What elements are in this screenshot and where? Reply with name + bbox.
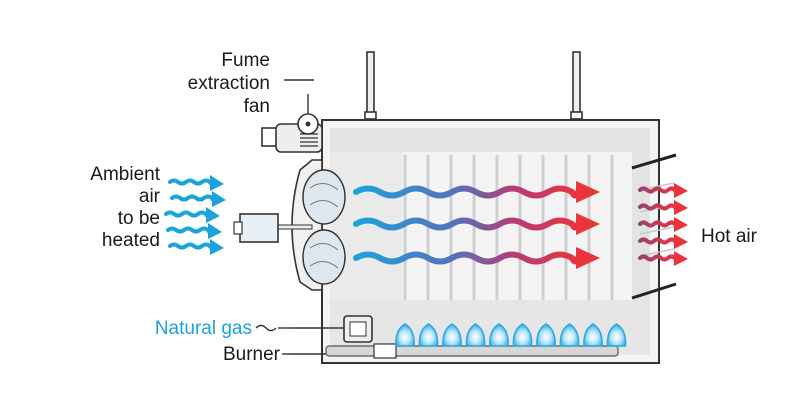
- ambient-arrow-1: [168, 178, 214, 186]
- ambient-arrow-4: [166, 226, 212, 234]
- ambient-arrow-2: [170, 194, 216, 202]
- fume-label-line3: fan: [244, 96, 270, 117]
- hot-air-arrows: [638, 183, 688, 266]
- airflow-arrowhead-1: [576, 181, 600, 203]
- ambient-label-line1: Ambient: [90, 164, 160, 185]
- hot-arrowhead-5: [674, 251, 688, 266]
- fume-extraction-fan: [261, 79, 323, 153]
- fume-label-line2: extraction: [188, 73, 270, 94]
- airflow-arrow-2: [353, 217, 581, 231]
- ambient-label-line2: air: [139, 186, 161, 207]
- blower-fan: [233, 159, 346, 291]
- ambient-arrowhead-2: [212, 191, 226, 207]
- ambient-arrowhead-3: [206, 207, 220, 223]
- ambient-label-line3: to be: [118, 208, 160, 229]
- hot-air-label: Hot air: [701, 226, 758, 247]
- hot-arrowhead-3: [674, 217, 688, 232]
- chimney-pipes: [364, 51, 583, 120]
- flame-2: [418, 323, 439, 347]
- ambient-arrow-5: [168, 242, 214, 250]
- airflow-arrowhead-3: [576, 247, 600, 269]
- hot-arrowhead-1: [674, 183, 688, 198]
- gas-valve: [292, 315, 373, 343]
- ambient-arrowhead-1: [210, 175, 224, 191]
- flame-10: [606, 323, 627, 347]
- flame-4: [465, 323, 486, 347]
- ambient-arrowhead-4: [208, 223, 222, 239]
- natural-gas-label: Natural gas: [155, 318, 252, 339]
- flame-3: [442, 323, 462, 347]
- fume-label-line1: Fume: [221, 50, 270, 71]
- ambient-arrowhead-5: [210, 239, 224, 255]
- flame-1: [395, 323, 415, 347]
- flame-9: [583, 323, 603, 347]
- ambient-air-arrows: [164, 175, 226, 255]
- airflow-arrows: [353, 181, 600, 269]
- ambient-label-line4: heated: [102, 230, 160, 251]
- flame-7: [536, 323, 556, 347]
- burner-label: Burner: [223, 344, 281, 365]
- ambient-arrow-3: [164, 210, 210, 218]
- leader-lines: [255, 324, 292, 355]
- airflow-arrow-3: [353, 251, 581, 265]
- burner-flames: [395, 323, 627, 347]
- flame-8: [559, 323, 580, 347]
- airflow-arrowhead-2: [576, 213, 600, 235]
- burner-tube: [290, 343, 619, 359]
- airflow-arrow-1: [353, 185, 581, 199]
- hot-arrowhead-2: [674, 200, 688, 215]
- flame-5: [489, 323, 509, 347]
- flame-6: [512, 323, 533, 347]
- hot-arrowhead-4: [674, 234, 688, 249]
